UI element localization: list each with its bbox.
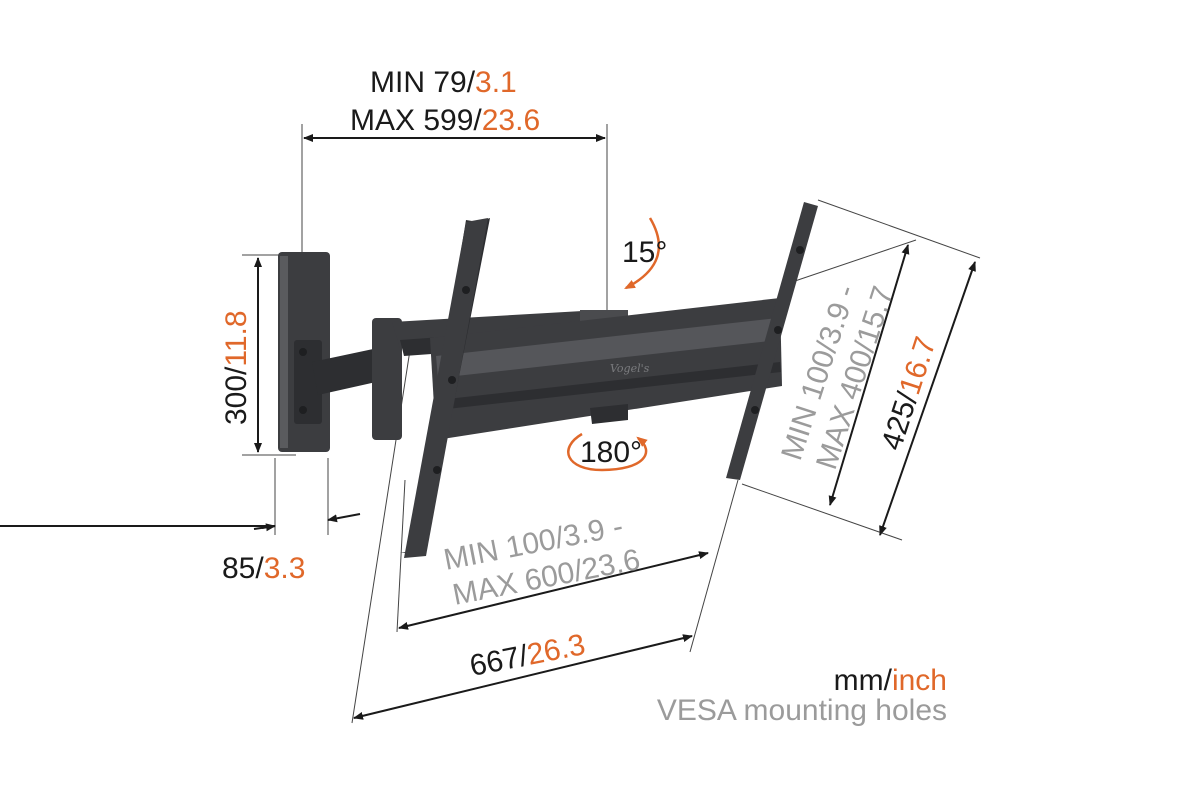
tv-bracket — [400, 202, 818, 558]
dimension-lines — [0, 134, 976, 720]
extension-lines — [242, 124, 981, 724]
wall-plate — [278, 252, 330, 452]
brand-logo: Vogel's — [610, 362, 650, 375]
tilt-indicator: 15° — [622, 217, 667, 290]
arm-depth-min-label: MIN 79/3.1 — [370, 66, 517, 99]
rotate-indicator: 180° — [567, 432, 648, 472]
tilt-angle-label: 15° — [622, 236, 667, 269]
vesa-legend: VESA mounting holes — [657, 694, 947, 727]
arm-depth-max-label: MAX 599/23.6 — [350, 104, 540, 137]
wall-plate-height-label: 300/11.8 — [220, 310, 253, 425]
bracket-height-label: 425/16.7 — [875, 333, 942, 454]
wall-plate-depth-label: 85/3.3 — [222, 552, 305, 585]
bracket-width-label: 667/26.3 — [467, 628, 588, 683]
rotate-angle-label: 180° — [580, 436, 642, 469]
unit-legend: mm/inch — [834, 664, 947, 697]
